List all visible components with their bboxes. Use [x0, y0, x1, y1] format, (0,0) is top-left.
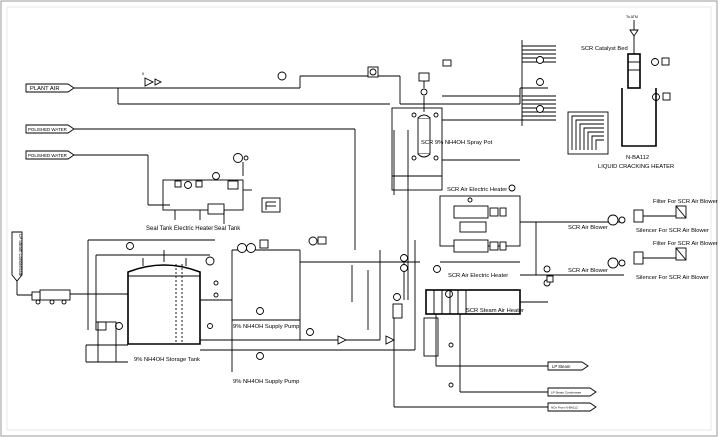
- air-electric-heater-label-2: SCR Air Electric Heater: [448, 273, 508, 279]
- air-electric-heater-2: [440, 239, 520, 263]
- filter-label-2: Filter For SCR Air Blower: [653, 241, 718, 247]
- air-blower-1: [607, 214, 626, 226]
- seal-tank-heater-label: Seal Tank Electric Heater: [146, 226, 213, 232]
- nox-inlet: NOx From N-BA112: [547, 402, 597, 412]
- steam-air-heater: [423, 289, 548, 357]
- catalyst-bed: [627, 20, 671, 101]
- liquid-cracking-heater: [567, 88, 657, 155]
- air-electric-heater-label-1: SCR Air Electric Heater: [447, 187, 507, 193]
- polished-water-inlet-2: POLISHED WATER: [25, 150, 75, 160]
- seal-tank-label: Seal Tank: [214, 226, 241, 232]
- storage-tank-label: 9% NH4OH Storage Tank: [134, 357, 200, 363]
- filter-1: [633, 205, 687, 223]
- heater-tag-label: N-BA112: [626, 155, 649, 161]
- lp-steam-label: LP Steam: [552, 364, 571, 369]
- spray-pot-label: SCR 9% NH4OH Spray Pot: [421, 140, 493, 146]
- air-electric-heater-1: [439, 195, 521, 247]
- plant-air-label: PLANT AIR: [30, 86, 60, 92]
- silencer-label-1: Silencer For SCR Air Blower: [636, 228, 709, 234]
- polished-water-label-2: POLISHED WATER: [28, 153, 67, 158]
- tanker-truck-icon: [31, 289, 71, 305]
- air-blower-label-1: SCR Air Blower: [568, 225, 608, 231]
- polished-water-inlet-1: POLISHED WATER: [25, 124, 75, 134]
- lp-steam-condensate-outlet: LP Steam Condensate: [547, 387, 597, 397]
- line-number-tag: 5: [142, 72, 144, 76]
- polished-water-label-1: POLISHED WATER: [28, 127, 67, 132]
- spray-pot: [391, 59, 452, 191]
- supply-pump-label-2: 9% NH4OH Supply Pump: [233, 379, 299, 385]
- heater-name-label: LIQUID CRACKING HEATER: [598, 164, 674, 170]
- lp-steam-condensate-out-label: LP Steam Condensate: [551, 391, 581, 395]
- lp-steam-condensate-label: LP Steam Condensate: [18, 234, 23, 277]
- supply-pump-skid: [231, 236, 327, 372]
- air-blower-label-2: SCR Air Blower: [568, 268, 608, 274]
- filter-2: [633, 247, 687, 265]
- lp-steam-condensate-inlet: LP Steam Condensate: [11, 231, 23, 282]
- air-blower-2: [607, 257, 626, 269]
- seal-tank-area: [162, 153, 252, 224]
- steam-air-heater-label: SCR Steam Air Heater: [466, 308, 524, 314]
- lp-steam-outlet: LP Steam: [547, 361, 589, 371]
- supply-pump-label-1: 9% NH4OH Supply Pump: [233, 324, 299, 330]
- catalyst-bed-label: SCR Catalyst Bed: [581, 46, 628, 52]
- plant-air-inlet: PLANT AIR: [25, 83, 75, 93]
- filter-label-1: Filter For SCR Air Blower: [653, 199, 718, 205]
- storage-tank: [85, 250, 201, 363]
- nox-from-label: NOx From N-BA112: [551, 406, 578, 410]
- silencer-label-2: Silencer For SCR Air Blower: [636, 275, 709, 281]
- to-atm-label: To ATM: [626, 15, 638, 19]
